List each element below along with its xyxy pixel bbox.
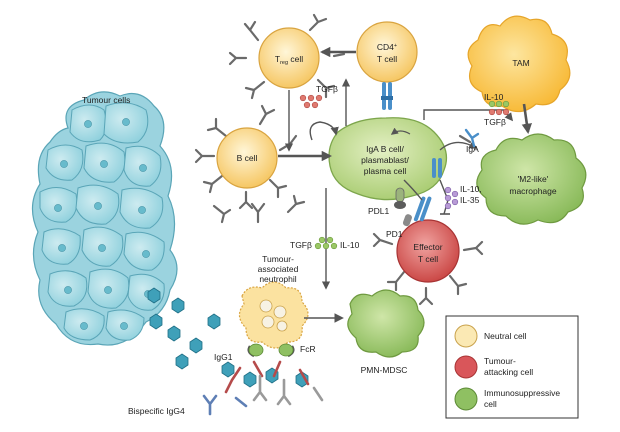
neutrophil: Tumour- associated neutrophil [238, 254, 309, 358]
svg-text:Treg cell: Treg cell [275, 54, 303, 66]
legend: Neutral cell Tumour- attacking cell Immu… [445, 315, 579, 419]
legend-immuno-label-line2: cell [484, 399, 497, 409]
cd4-superscript: + [394, 43, 397, 49]
fcr-label: FcR [300, 344, 316, 354]
tgfb-right-label: TGFβ [484, 117, 506, 127]
il10-il35-label-line1: IL-10, [460, 184, 482, 194]
tumour-cells-label: Tumour cells [82, 95, 130, 105]
cytokine-dots [299, 94, 510, 250]
bispecific-label: Bispecific IgG4 [128, 406, 185, 416]
iga-b-cell-line3: plasma cell [364, 166, 407, 176]
b-cell-label: B cell [237, 153, 258, 163]
iga-label: IgA [466, 144, 479, 154]
tgfb-top-label: TGFβ [316, 84, 338, 94]
m2-macrophage: 'M2-like' macrophage [476, 133, 587, 225]
igg1-label: IgG1 [214, 352, 233, 362]
iga-b-cell-line2: plasmablast/ [361, 155, 409, 165]
m2-label-line2: macrophage [509, 186, 557, 196]
pmn-mdsc-label: PMN-MDSC [361, 365, 408, 375]
legend-attacking-label-line1: Tumour- [484, 356, 516, 366]
pdl1-ligand [394, 187, 406, 209]
il10-mid-label: IL-10 [340, 240, 360, 250]
legend-item-neutral: Neutral cell [454, 324, 527, 348]
treg-prefix: T [275, 54, 280, 64]
free-antibodies [212, 134, 472, 224]
pmn-mdsc: PMN-MDSC [347, 289, 425, 375]
neutrophil-label-line3: neutrophil [259, 274, 296, 284]
iga-b-cell: IgA B cell/ plasmablast/ plasma cell [328, 117, 448, 201]
iga-antibody [464, 128, 480, 148]
effector-label-line1: Effector [413, 242, 442, 252]
cd4-t-cell-label: T cell [377, 54, 397, 64]
tam-cell: TAM [467, 15, 571, 113]
svg-text:CD4+: CD4+ [377, 42, 397, 52]
treg-cell: Treg cell [228, 13, 346, 100]
effector-label-line2: T cell [418, 254, 438, 264]
b-cell: B cell [194, 104, 298, 210]
legend-immuno-label-line1: Immunosuppressive [484, 388, 560, 398]
m2-label-line1: 'M2-like' [518, 174, 549, 184]
arrows [278, 46, 532, 323]
pdl1-label: PDL1 [368, 206, 390, 216]
effector-t-cell: Effector T cell [372, 196, 484, 306]
il10-top-label: IL-10 [484, 92, 504, 102]
legend-item-attacking: Tumour- attacking cell [454, 355, 533, 379]
pd1-label: PD1 [386, 229, 403, 239]
tgfb-mid-label: TGFβ [290, 240, 312, 250]
treg-suffix: cell [288, 54, 303, 64]
antigen-hexagons [147, 287, 309, 388]
cd4-t-cell: CD4+ T cell [356, 21, 418, 110]
tam-label: TAM [512, 58, 529, 68]
treg-subscript: reg [280, 60, 288, 66]
neutrophil-label-line1: Tumour- [262, 254, 294, 264]
neutrophil-label-line2: associated [258, 264, 299, 274]
antibody-complexes [202, 360, 324, 416]
legend-attacking-label-line2: attacking cell [484, 367, 533, 377]
legend-item-immunosuppressive: Immunosuppressive cell [454, 387, 560, 411]
legend-neutral-label: Neutral cell [484, 331, 527, 341]
tumour-cluster: Tumour cells [31, 91, 178, 346]
iga-b-cell-line1: IgA B cell/ [366, 144, 404, 154]
il10-il35-label-line2: IL-35 [460, 195, 480, 205]
cd4-label: CD4 [377, 42, 394, 52]
